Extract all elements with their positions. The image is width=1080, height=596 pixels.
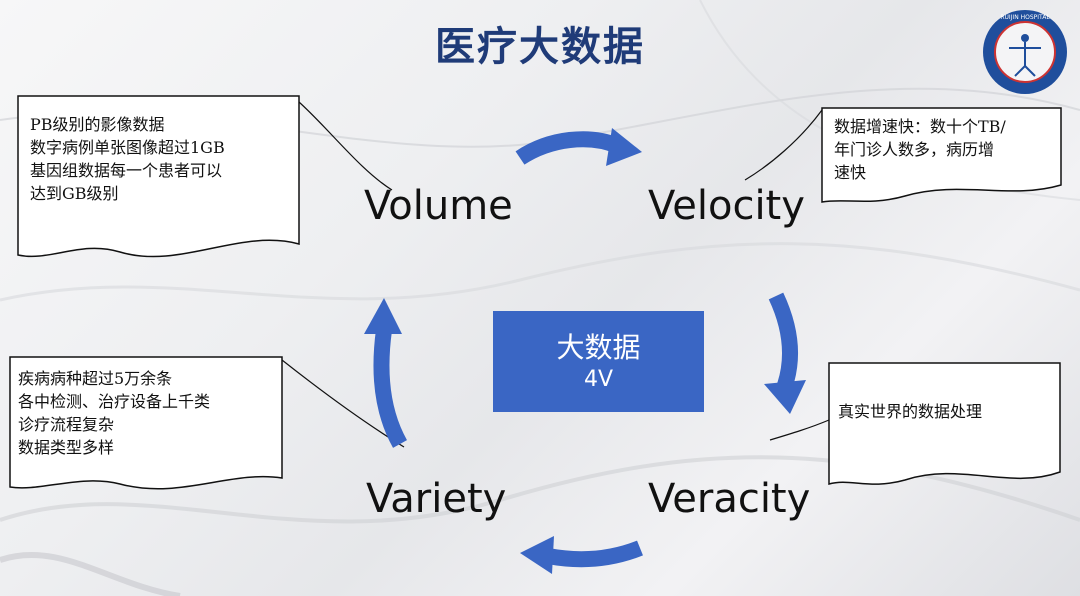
- hospital-logo: RUIJIN HOSPITAL: [983, 10, 1067, 94]
- center-title: 大数据: [556, 330, 641, 364]
- volume-note-box: [17, 95, 300, 258]
- volume-label: Volume: [364, 183, 513, 229]
- arrow-left-up-icon: [364, 298, 408, 448]
- arrow-bottom-left-icon: [520, 536, 643, 574]
- veracity-note-box: [828, 362, 1061, 485]
- arrow-top-right-icon: [515, 128, 642, 166]
- variety-note-line: 各中检测、治疗设备上千类: [18, 392, 211, 411]
- variety-note-line: 数据类型多样: [18, 438, 115, 457]
- center-subtitle: 4V: [583, 366, 614, 392]
- variety-label: Variety: [366, 476, 507, 522]
- variety-note-box: [9, 356, 283, 490]
- page-title: 医疗大数据: [435, 24, 645, 70]
- veracity-note: 真实世界的数据处理: [838, 400, 982, 423]
- velocity-note-box: [821, 107, 1062, 203]
- svg-text:RUIJIN HOSPITAL: RUIJIN HOSPITAL: [1000, 14, 1050, 21]
- variety-note-line: 疾病病种超过5万余条: [18, 369, 173, 388]
- big-data-center-box: 大数据 4V: [493, 311, 704, 412]
- variety-note: 疾病病种超过5万余条 各中检测、治疗设备上千类 诊疗流程复杂 数据类型多样: [18, 367, 210, 459]
- arrow-right-down-icon: [764, 292, 806, 414]
- volume-pointer: [298, 101, 393, 191]
- velocity-note-line: 数据增速快：数十个TB/: [834, 117, 1006, 136]
- velocity-note: 数据增速快：数十个TB/ 年门诊人数多，病历增 速快: [834, 115, 1006, 184]
- velocity-note-line: 年门诊人数多，病历增: [834, 140, 995, 159]
- veracity-note-line: 真实世界的数据处理: [838, 402, 983, 421]
- volume-note-line: 达到GB级别: [30, 184, 119, 203]
- volume-note: PB级别的影像数据 数字病例单张图像超过1GB 基因组数据每一个患者可以 达到G…: [30, 113, 225, 205]
- volume-note-line: 基因组数据每一个患者可以: [30, 161, 223, 180]
- veracity-label: Veracity: [648, 476, 811, 522]
- velocity-pointer: [744, 109, 823, 181]
- velocity-note-line: 速快: [834, 163, 867, 182]
- velocity-label: Velocity: [648, 183, 805, 229]
- variety-note-line: 诊疗流程复杂: [18, 415, 115, 434]
- volume-note-line: 数字病例单张图像超过1GB: [30, 138, 225, 157]
- veracity-pointer: [769, 419, 830, 441]
- volume-note-line: PB级别的影像数据: [30, 115, 165, 134]
